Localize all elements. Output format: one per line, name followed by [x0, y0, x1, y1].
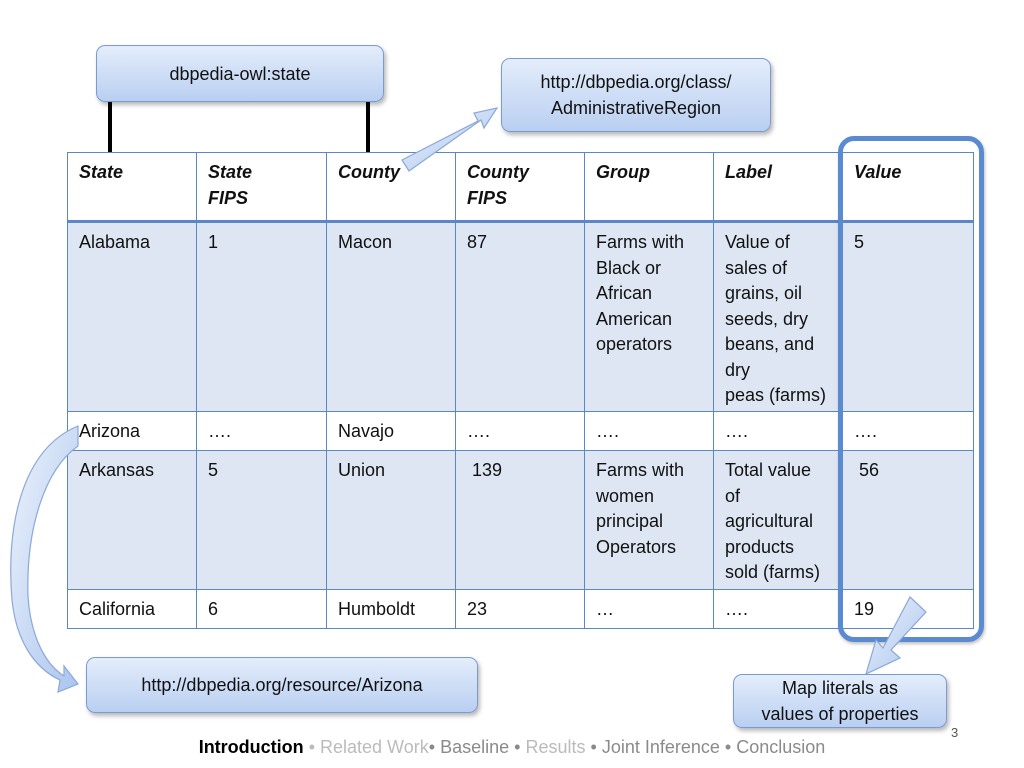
value-column-highlight	[838, 136, 984, 642]
header-value: Value	[842, 152, 974, 223]
nav-separator: •	[514, 737, 521, 757]
state-connector-left	[108, 102, 112, 168]
nav-results[interactable]: Results	[525, 737, 586, 757]
callout-map-line2: values of properties	[761, 704, 919, 724]
cell-county-fips: ….	[455, 411, 585, 451]
callout-arizona-text: http://dbpedia.org/resource/Arizona	[141, 675, 423, 695]
cell-county: Macon	[326, 221, 456, 412]
cell-value: 56	[842, 450, 974, 590]
cell-state-fips: ….	[196, 411, 327, 451]
arrow-to-map-literals-icon	[865, 596, 927, 676]
cell-state-fips: 1	[196, 221, 327, 412]
nav-introduction[interactable]: Introduction	[198, 737, 304, 757]
cell-state-fips: 5	[196, 450, 327, 590]
callout-administrative-region: http://dbpedia.org/class/ Administrative…	[501, 58, 771, 132]
cell-value: 5	[842, 221, 974, 412]
cell-county-fips: 139	[455, 450, 585, 590]
nav-separator: •	[428, 737, 436, 757]
section-navigation: Introduction • Related Work• Baseline • …	[0, 737, 1024, 758]
cell-group: …	[584, 589, 714, 629]
callout-arizona-resource: http://dbpedia.org/resource/Arizona	[86, 657, 478, 713]
cell-state: Alabama	[67, 221, 197, 412]
cell-label: ….	[713, 589, 843, 629]
nav-separator: •	[590, 737, 597, 757]
arrow-to-class-icon	[401, 107, 499, 172]
cell-label: ….	[713, 411, 843, 451]
nav-joint-inference[interactable]: Joint Inference	[601, 737, 720, 757]
state-connector-right	[366, 102, 370, 168]
nav-baseline[interactable]: Baseline	[440, 737, 510, 757]
nav-separator: •	[724, 737, 732, 757]
nav-conclusion[interactable]: Conclusion	[736, 737, 826, 757]
callout-map-line1: Map literals as	[781, 678, 899, 698]
callout-state-property: dbpedia-owl:state	[96, 45, 384, 102]
callout-state-text: dbpedia-owl:state	[169, 63, 311, 84]
callout-class-line1: http://dbpedia.org/class/	[540, 72, 732, 92]
cell-state: California	[67, 589, 197, 629]
nav-related-work[interactable]: Related Work	[320, 737, 429, 757]
cell-county: Navajo	[326, 411, 456, 451]
header-state: State	[67, 152, 197, 223]
callout-map-literals: Map literals as values of properties	[733, 674, 947, 728]
cell-state-fips: 6	[196, 589, 327, 629]
header-label: Label	[713, 152, 843, 223]
cell-county: Union	[326, 450, 456, 590]
callout-class-line2: AdministrativeRegion	[550, 98, 722, 118]
header-county: County	[326, 152, 456, 223]
header-group: Group	[584, 152, 714, 223]
cell-county-fips: 23	[455, 589, 585, 629]
cell-county: Humboldt	[326, 589, 456, 629]
cell-value: ….	[842, 411, 974, 451]
arrow-to-arizona-resource-icon	[10, 425, 79, 693]
slide-number: 3	[951, 725, 959, 740]
nav-separator: •	[308, 737, 315, 757]
cell-county-fips: 87	[455, 221, 585, 412]
